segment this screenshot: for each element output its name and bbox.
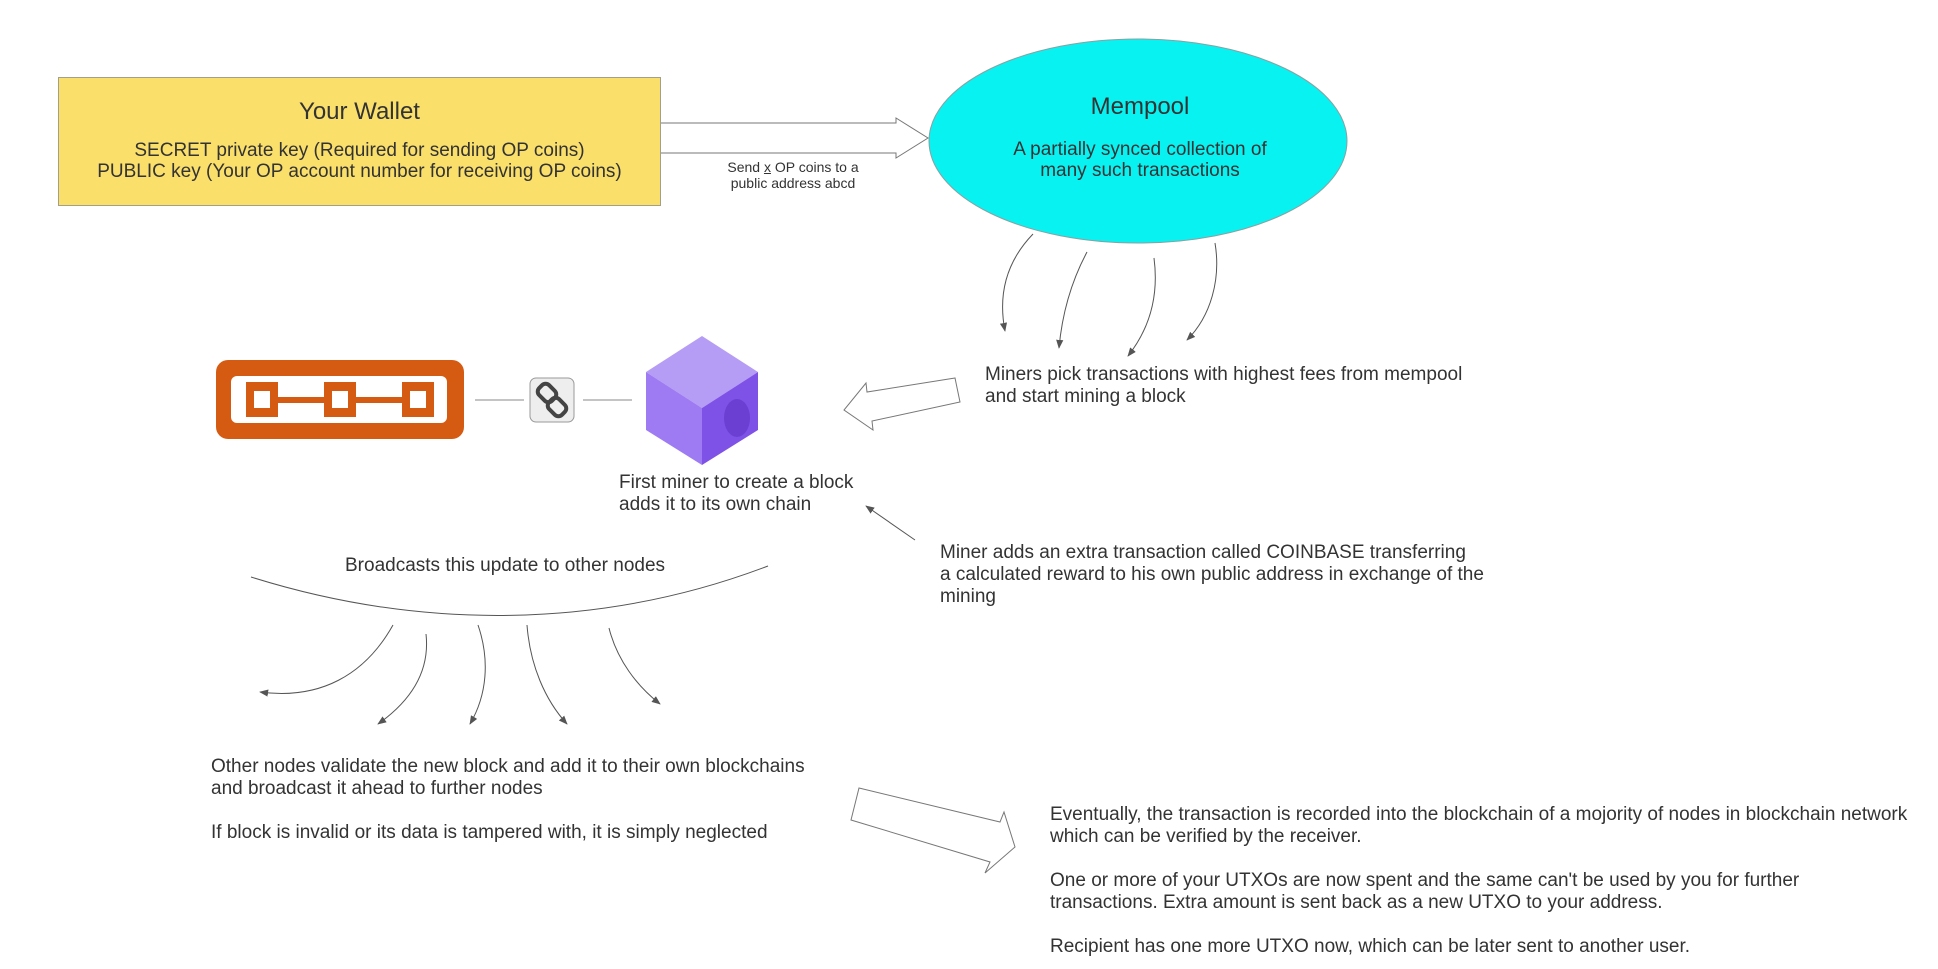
mempool-desc-line1: A partially synced collection of — [1013, 139, 1267, 160]
eventually-line5: Recipient has one more UTXO now, which c… — [1050, 936, 1691, 957]
broadcast-arrow-3 — [469, 624, 486, 725]
send-label: Send x OP coins to a public address abcd — [700, 159, 886, 191]
mempool-ellipse — [928, 38, 1348, 244]
miners-pick-text: Miners pick transactions with highest fe… — [985, 364, 1462, 408]
link-icon — [529, 377, 575, 423]
miners-pick-line2: and start mining a block — [985, 386, 1186, 407]
wallet-box: Your Wallet SECRET private key (Required… — [58, 77, 661, 206]
send-label-amount: x — [763, 159, 771, 175]
wallet-title: Your Wallet — [299, 98, 420, 125]
eventually-text: Eventually, the transaction is recorded … — [1050, 804, 1907, 958]
eventually-line4: transactions. Extra amount is sent back … — [1050, 892, 1663, 913]
wallet-public-key-line: PUBLIC key (Your OP account number for r… — [97, 161, 622, 182]
mempool-curve-arrow-3 — [1127, 257, 1156, 357]
block-cube-icon — [646, 336, 758, 465]
send-label-prefix: Send — [727, 159, 764, 175]
other-nodes-line2: and broadcast it ahead to further nodes — [211, 778, 543, 799]
other-nodes-line1: Other nodes validate the new block and a… — [211, 756, 805, 777]
coinbase-line1: Miner adds an extra transaction called C… — [940, 542, 1466, 563]
mempool-curve-arrow-1 — [999, 233, 1034, 332]
other-nodes-line3: If block is invalid or its data is tampe… — [211, 822, 768, 843]
broadcast-arc — [250, 565, 769, 616]
blockchain-chain-icon — [216, 360, 464, 439]
eventually-line3: One or more of your UTXOs are now spent … — [1050, 870, 1800, 891]
mempool-curve-arrow-2 — [1056, 251, 1088, 349]
broadcast-arrow-2 — [377, 633, 428, 725]
other-nodes-text: Other nodes validate the new block and a… — [211, 756, 805, 844]
wallet-private-key-line: SECRET private key (Required for sending… — [134, 140, 585, 161]
eventually-line1: Eventually, the transaction is recorded … — [1050, 804, 1908, 825]
eventually-line2: which can be verified by the receiver. — [1050, 826, 1362, 847]
coinbase-text: Miner adds an extra transaction called C… — [940, 542, 1484, 608]
broadcast-arrow-4 — [526, 624, 568, 725]
coinbase-line2: a calculated reward to his own public ad… — [940, 564, 1484, 585]
send-label-suffix: OP coins to a — [770, 159, 859, 175]
mempool-desc-line2: many such transactions — [1040, 160, 1240, 181]
mempool-text: Mempool A partially synced collection of… — [930, 93, 1350, 181]
first-miner-text: First miner to create a block adds it to… — [619, 472, 853, 516]
miners-to-block-arrow — [843, 377, 961, 432]
first-miner-line2: adds it to its own chain — [619, 494, 812, 515]
coinbase-to-block-arrow — [865, 505, 916, 541]
broadcast-arrow-5 — [608, 627, 661, 705]
send-label-line2: public address abcd — [730, 175, 856, 191]
mempool-title: Mempool — [1090, 93, 1190, 120]
wallet-to-mempool-arrow — [661, 117, 929, 159]
broadcast-label: Broadcasts this update to other nodes — [345, 555, 666, 576]
coinbase-line3: mining — [940, 586, 996, 607]
mempool-curve-arrow-4 — [1186, 242, 1218, 341]
miners-pick-line1: Miners pick transactions with highest fe… — [985, 364, 1463, 385]
first-miner-line1: First miner to create a block — [619, 472, 854, 493]
broadcast-arrow-1 — [259, 624, 394, 697]
nodes-to-eventually-arrow — [850, 787, 1016, 874]
